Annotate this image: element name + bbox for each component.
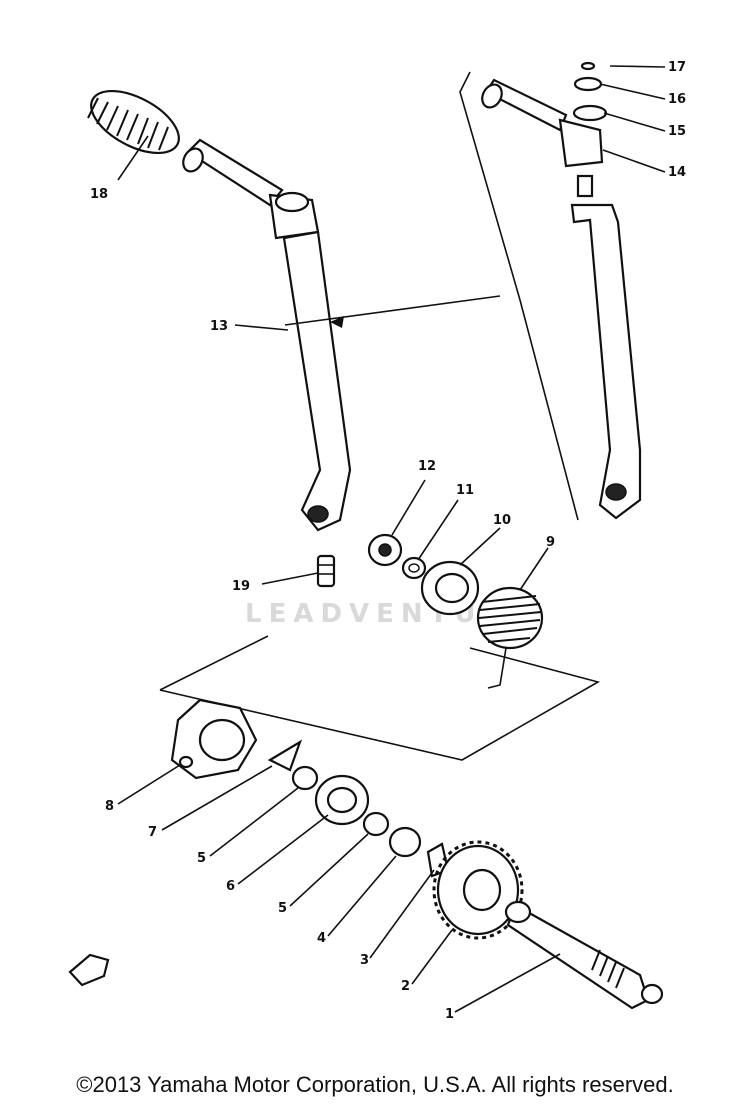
alt-bracket-line xyxy=(459,71,579,521)
thrust-washer xyxy=(388,826,422,858)
alt-link-line xyxy=(284,295,501,326)
callout-11: 11 xyxy=(456,483,474,498)
ratchet-guide xyxy=(170,698,258,780)
parts-diagram: LEADVENTU xyxy=(68,60,686,1022)
callout-4: 4 xyxy=(317,931,326,946)
alt-kick-crank xyxy=(481,61,642,520)
circlip-lower xyxy=(362,811,390,837)
callout-14: 14 xyxy=(668,165,686,180)
crank-bolt xyxy=(316,554,336,588)
callout-6: 6 xyxy=(226,879,235,894)
callout-10: 10 xyxy=(493,513,511,528)
callout-1: 1 xyxy=(445,1007,454,1022)
washer xyxy=(401,556,427,580)
callout-12: 12 xyxy=(418,459,436,474)
kick-crank-arm xyxy=(182,138,352,532)
callout-15: 15 xyxy=(668,124,686,139)
callout-5-upper: 5 xyxy=(197,851,206,866)
kick-gear xyxy=(432,840,524,940)
small-stopper xyxy=(68,953,110,987)
copyright-notice: ©2013 Yamaha Motor Corporation, U.S.A. A… xyxy=(76,1072,674,1097)
spring-cover xyxy=(420,560,480,616)
torsion-spring xyxy=(476,586,544,689)
oil-seal xyxy=(367,533,403,567)
kick-grip xyxy=(87,89,180,155)
callout-2: 2 xyxy=(401,979,410,994)
clip xyxy=(267,739,303,772)
leader-lines xyxy=(117,65,666,1013)
callout-8: 8 xyxy=(105,799,114,814)
callout-7: 7 xyxy=(148,825,157,840)
ratchet xyxy=(314,774,370,826)
subassembly-frame xyxy=(159,635,601,761)
circlip-upper xyxy=(291,765,319,791)
callout-16: 16 xyxy=(668,92,686,107)
kick-axle xyxy=(504,900,664,1010)
callout-5-lower: 5 xyxy=(278,901,287,916)
callout-17: 17 xyxy=(668,60,686,75)
callout-19: 19 xyxy=(232,579,250,594)
callout-18: 18 xyxy=(90,187,108,202)
callout-13: 13 xyxy=(210,319,228,334)
callout-9: 9 xyxy=(546,535,555,550)
callout-3: 3 xyxy=(360,953,369,968)
callout-labels: 17 16 15 14 18 13 12 11 10 9 19 8 7 5 6 … xyxy=(90,60,686,1022)
